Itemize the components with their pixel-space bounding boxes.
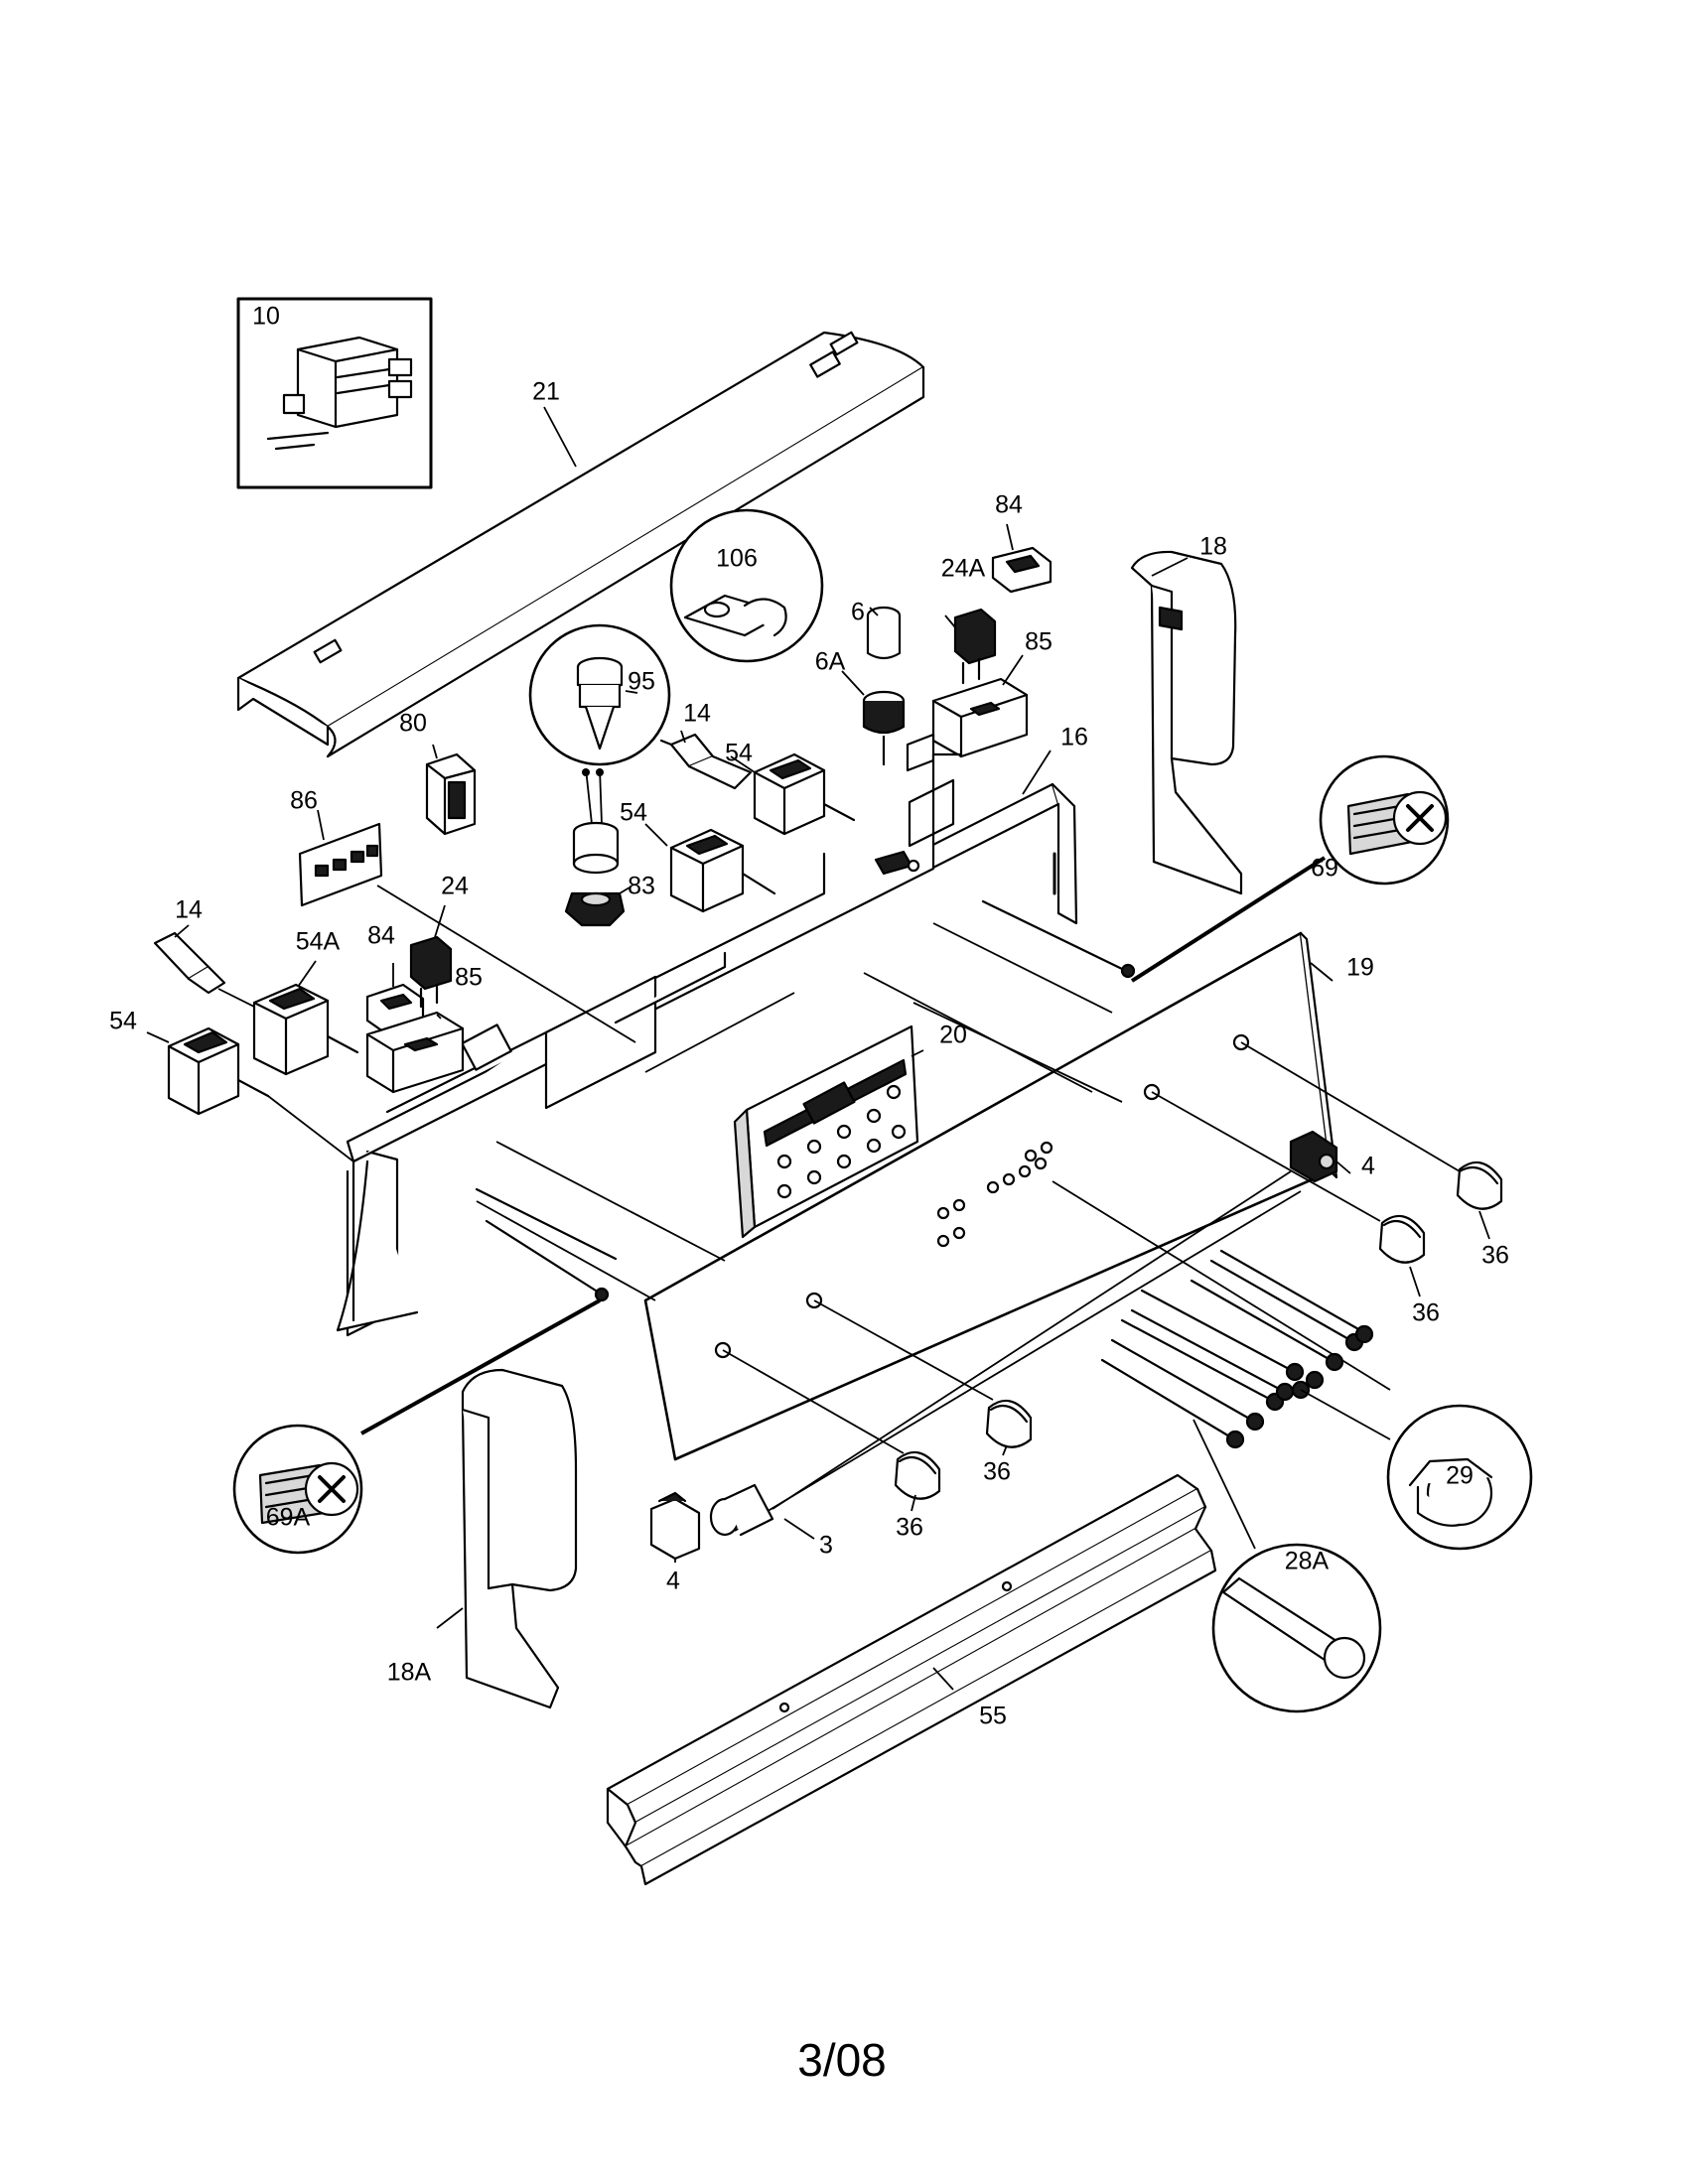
callout-55: 55 xyxy=(979,1703,1007,1730)
part-4-right-socket xyxy=(1289,1130,1338,1183)
callout-36-low: 36 xyxy=(896,1514,923,1542)
part-54-middle-switch xyxy=(669,828,776,913)
part-84-top-switch-cover xyxy=(991,546,1052,594)
callout-18: 18 xyxy=(1199,533,1227,561)
part-83-receptacle xyxy=(564,821,626,927)
part-85-top-switch-housing xyxy=(906,677,1029,772)
callout-85-left: 85 xyxy=(455,964,483,992)
part-6-knob-cap xyxy=(866,606,902,660)
callout-3: 3 xyxy=(819,1532,833,1560)
part-16-control-bracket xyxy=(336,752,1078,1337)
callout-4-right: 4 xyxy=(1361,1153,1375,1180)
part-29-knob-inset xyxy=(1386,1404,1533,1551)
callout-69: 69 xyxy=(1311,855,1338,883)
callout-24: 24 xyxy=(441,873,469,900)
callout-83: 83 xyxy=(628,873,655,900)
callout-95: 95 xyxy=(628,668,655,696)
callout-86: 86 xyxy=(290,787,318,815)
part-14-left-valve xyxy=(153,931,226,995)
part-54-left-mount-line xyxy=(267,1095,354,1162)
valve-bundle xyxy=(1100,1249,1374,1449)
callout-80: 80 xyxy=(399,710,427,738)
part-29-leader xyxy=(1300,1389,1391,1440)
callout-14-center: 14 xyxy=(683,700,711,728)
part-18A-left-endcap xyxy=(461,1368,578,1709)
part-80-relay xyxy=(425,752,477,836)
callout-16: 16 xyxy=(1060,724,1088,751)
part-69-leader xyxy=(1130,856,1327,983)
callout-4-left: 4 xyxy=(666,1568,680,1595)
callout-106: 106 xyxy=(716,545,758,573)
support-clip xyxy=(874,850,920,876)
callout-21: 21 xyxy=(532,378,560,406)
part-6A-knob-base xyxy=(862,690,906,766)
part-86-mount-line xyxy=(376,885,636,1043)
part-69-screw-inset xyxy=(1319,754,1450,886)
part-55-bottom-trim xyxy=(606,1473,1217,1886)
part-28A-valve-stem-inset xyxy=(1211,1543,1382,1713)
part-36-knob-mid xyxy=(1378,1214,1426,1264)
part-36-knob-center xyxy=(985,1399,1033,1448)
part-86-terminal-board xyxy=(298,822,383,907)
part-69A-screw-inset xyxy=(232,1424,363,1555)
part-21-top-trim xyxy=(236,331,925,758)
part-3-line xyxy=(772,1170,1292,1510)
callout-24A: 24A xyxy=(941,555,986,583)
callout-54-center: 54 xyxy=(725,740,753,767)
callout-20: 20 xyxy=(939,1022,967,1049)
callout-54-mid: 54 xyxy=(620,799,647,827)
callout-36-mid: 36 xyxy=(1412,1299,1440,1327)
callout-69A: 69A xyxy=(266,1504,311,1532)
part-95-igniter-inset xyxy=(528,623,671,766)
part-36-knob-low xyxy=(894,1450,941,1500)
part-10-transformer-inset xyxy=(236,297,433,489)
callout-54A: 54A xyxy=(296,928,341,956)
callout-85-top: 85 xyxy=(1025,628,1052,656)
part-85-left-switch-housing xyxy=(365,1011,465,1094)
part-106-clip-inset xyxy=(669,508,824,663)
part-69A-leader xyxy=(360,1298,601,1435)
part-24-rocker-switch xyxy=(409,935,453,1009)
part-4-left-socket xyxy=(649,1491,701,1561)
callout-29: 29 xyxy=(1446,1462,1474,1490)
part-54-left-switch xyxy=(167,1026,270,1116)
callout-84-top: 84 xyxy=(995,491,1023,519)
footer-date-code: 3/08 xyxy=(797,2034,887,2086)
part-54A-switch xyxy=(252,983,359,1076)
callout-labels: 10 21 84 18 106 24A 6 85 6A 95 14 54 80 … xyxy=(109,303,1509,1730)
callout-14-left: 14 xyxy=(175,896,203,924)
callout-10: 10 xyxy=(252,303,280,331)
callout-19: 19 xyxy=(1346,954,1374,982)
part-18-right-endcap xyxy=(1130,550,1243,895)
part-36-knob-right xyxy=(1456,1160,1503,1210)
part-3-light-tube xyxy=(709,1483,774,1537)
bracket-screws xyxy=(475,899,1136,1302)
part-24A-rocker-switch xyxy=(953,608,997,685)
callout-18A: 18A xyxy=(387,1659,432,1687)
part-19-control-panel xyxy=(643,931,1338,1461)
callout-54-left: 54 xyxy=(109,1008,137,1035)
callout-28A: 28A xyxy=(1285,1548,1330,1575)
part-28A-leader xyxy=(1193,1419,1256,1550)
callout-6: 6 xyxy=(851,599,865,626)
part-14-center-valve xyxy=(659,733,753,790)
callout-84-left: 84 xyxy=(367,922,395,950)
part-54-center-switch xyxy=(753,752,856,836)
callout-leaders xyxy=(146,406,1490,1691)
igniter-wires xyxy=(582,767,604,825)
callout-36-right: 36 xyxy=(1481,1242,1509,1270)
callout-36-center: 36 xyxy=(983,1458,1011,1486)
callout-6A: 6A xyxy=(815,648,846,676)
part-20-electronic-control xyxy=(733,1024,919,1239)
